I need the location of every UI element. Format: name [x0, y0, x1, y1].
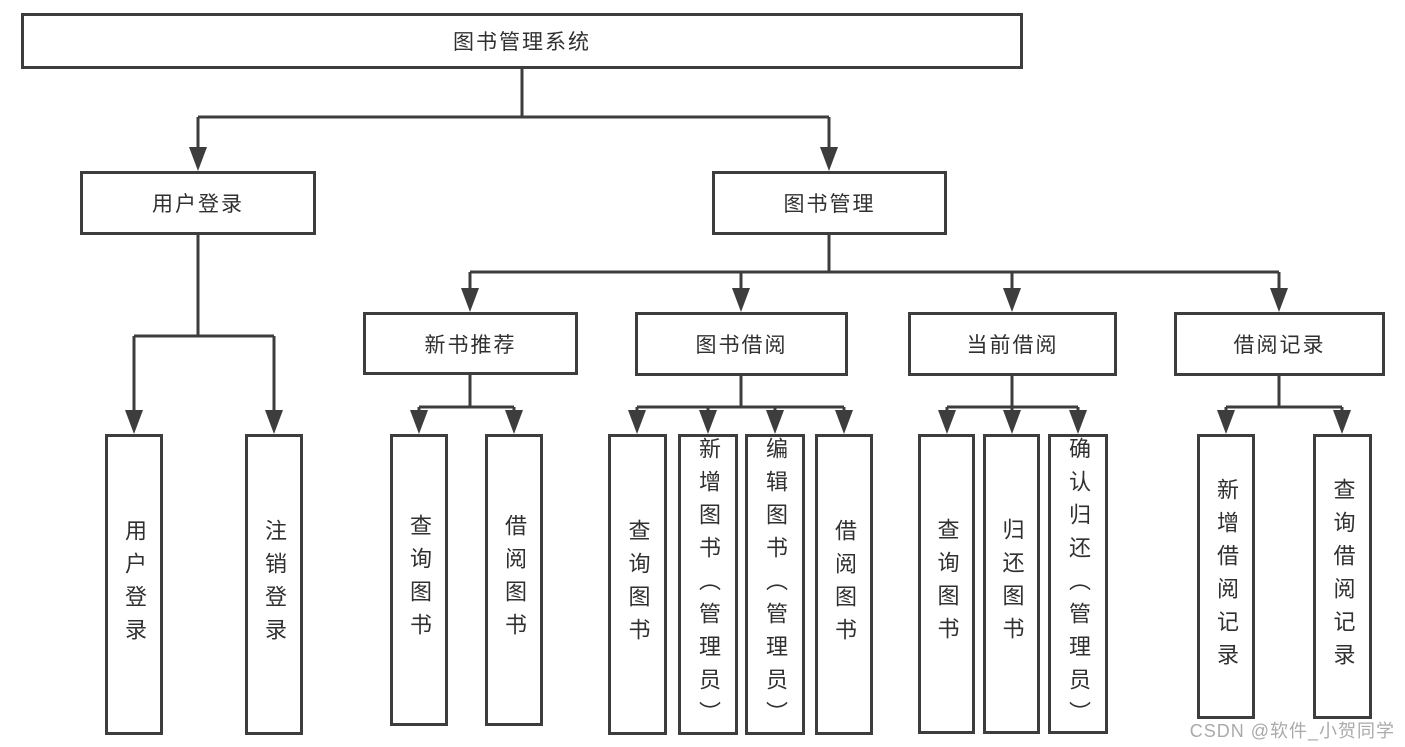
node-root-system: 图书管理系统 [21, 13, 1023, 69]
connector-current-borrow-to-leaves [938, 376, 1087, 434]
leaf-query-borrow-record: 查询借阅记录 [1313, 434, 1372, 719]
node-book-borrow: 图书借阅 [635, 312, 848, 376]
connector-new-book-to-leaves [410, 375, 523, 434]
leaf-edit-book-admin: 编辑图书（管理员） [745, 434, 805, 735]
leaf-confirm-return-admin: 确认归还（管理员） [1048, 434, 1108, 734]
node-user-login: 用户登录 [80, 171, 316, 235]
leaf-query-books-borrow: 查询图书 [608, 434, 667, 735]
node-new-book-recommend: 新书推荐 [363, 312, 578, 375]
connector-book-borrow-to-leaves [628, 376, 853, 434]
node-book-management: 图书管理 [712, 171, 947, 235]
node-borrow-records: 借阅记录 [1174, 312, 1385, 376]
leaf-query-books-current: 查询图书 [918, 434, 975, 734]
connector-root-to-level2 [189, 69, 838, 171]
leaf-add-book-admin: 新增图书（管理员） [678, 434, 738, 735]
node-current-borrow: 当前借阅 [908, 312, 1117, 376]
leaf-add-borrow-record: 新增借阅记录 [1197, 434, 1255, 719]
csdn-watermark: CSDN @软件_小贺同学 [1189, 721, 1395, 741]
leaf-borrow-books-borrow: 借阅图书 [815, 434, 873, 735]
connector-book-management-to-level3 [461, 235, 1288, 312]
leaf-borrow-books-newbook: 借阅图书 [485, 434, 543, 726]
connector-user-login-to-leaves [125, 235, 283, 434]
leaf-user-login: 用户登录 [105, 434, 163, 735]
connector-borrow-records-to-leaves [1217, 376, 1351, 434]
leaf-return-books: 归还图书 [983, 434, 1040, 734]
leaf-logout: 注销登录 [245, 434, 303, 735]
leaf-query-books-newbook: 查询图书 [390, 434, 448, 726]
